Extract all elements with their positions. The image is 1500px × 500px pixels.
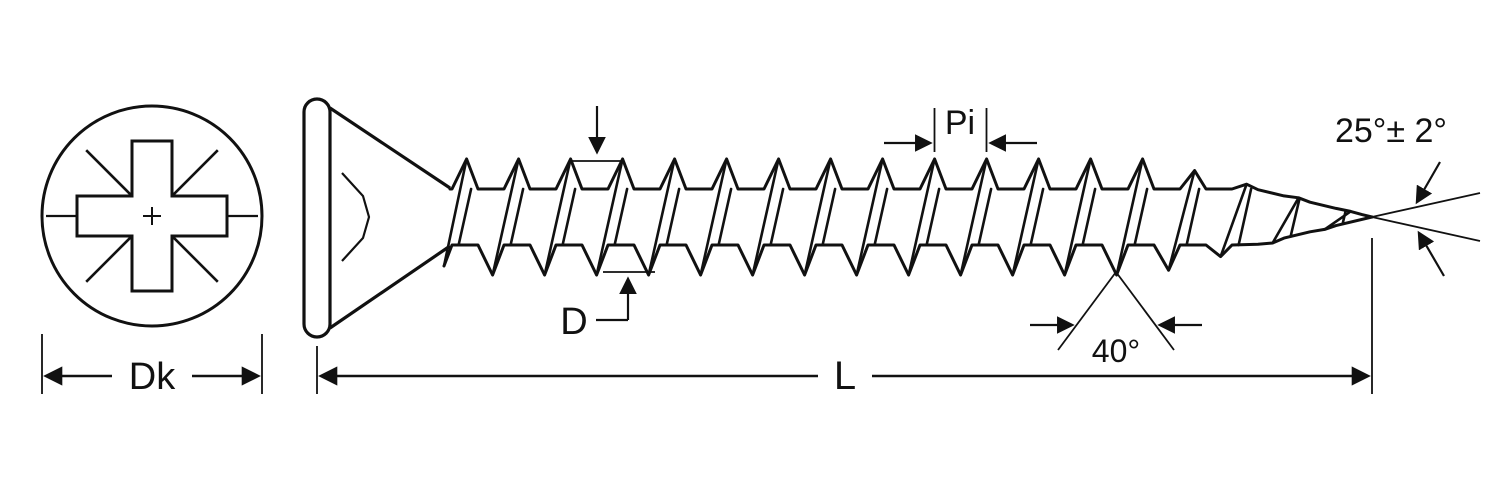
head-cone-bottom-edge: [329, 244, 451, 330]
center-cross-mark: [143, 207, 161, 225]
thread-line: [977, 187, 993, 247]
dim-length: [316, 238, 1373, 394]
angle-leg-right: [1115, 271, 1175, 351]
thread-line: [925, 187, 941, 247]
label-head-diameter: Dk: [129, 356, 176, 398]
thread-line: [1063, 157, 1092, 277]
thread-line: [1185, 187, 1201, 247]
head-outline-circle: [40, 104, 264, 328]
thread-line: [1323, 210, 1352, 231]
thread-line: [595, 157, 624, 277]
tip-angle-arrow-upper: [1415, 161, 1441, 205]
dim-pitch: [884, 108, 1037, 152]
thread-line: [543, 157, 572, 277]
thread-line: [821, 187, 837, 247]
pozidriv-diagonal-marks: [85, 149, 219, 283]
thread-geometry: [442, 157, 1374, 277]
angle-leg-left: [1057, 271, 1117, 351]
thread-line: [855, 157, 884, 277]
label-thread-angle: 40°: [1092, 333, 1140, 369]
thread-line: [1081, 187, 1097, 247]
thread-line: [491, 157, 520, 277]
label-length: L: [834, 354, 856, 398]
thread-line: [647, 157, 676, 277]
thread-line: [1029, 187, 1045, 247]
thread-line: [1289, 198, 1301, 238]
dim-tip-angle: [1371, 161, 1481, 277]
thread-line: [751, 157, 780, 277]
thread-line: [1219, 182, 1248, 258]
thread-line: [699, 157, 728, 277]
dim-thread-diameter: [571, 106, 655, 322]
tip-angle-line-lower: [1371, 216, 1481, 242]
thread-line: [1133, 187, 1149, 247]
thread-line: [959, 157, 988, 277]
head-cone-top-edge: [329, 106, 451, 190]
pozidriv-cross: [75, 139, 229, 293]
thread-line: [1341, 209, 1347, 226]
thread-line: [873, 187, 889, 247]
thread-line: [803, 157, 832, 277]
side-view-head: [302, 97, 451, 339]
thread-line: [1237, 187, 1253, 247]
label-pitch: Pi: [945, 104, 975, 142]
thread-line: [907, 157, 936, 277]
dim-head-diameter: [41, 334, 263, 394]
tip-angle-arrow-lower: [1417, 230, 1445, 277]
thread-line: [509, 187, 525, 247]
thread-line: [769, 187, 785, 247]
thread-line: [1115, 157, 1144, 277]
dim-thread-angle: [1030, 271, 1202, 351]
label-tip-angle: 25°± 2°: [1335, 112, 1447, 150]
thread-line: [613, 187, 629, 247]
thread-line: [1167, 169, 1196, 272]
front-view-head: [40, 104, 264, 328]
thread-line: [442, 215, 1374, 277]
thread-line: [665, 187, 681, 247]
thread-line: [448, 157, 1374, 219]
label-thread-diameter: D: [560, 301, 587, 343]
head-top-face: [302, 97, 332, 339]
recess-profile-line: [341, 172, 371, 262]
thread-line: [717, 187, 733, 247]
thread-line: [457, 187, 473, 247]
thread-line: [442, 157, 468, 268]
thread-line: [1011, 157, 1040, 277]
thread-line: [561, 187, 577, 247]
thread-line: [1271, 196, 1300, 245]
tip-angle-line-upper: [1371, 192, 1481, 218]
